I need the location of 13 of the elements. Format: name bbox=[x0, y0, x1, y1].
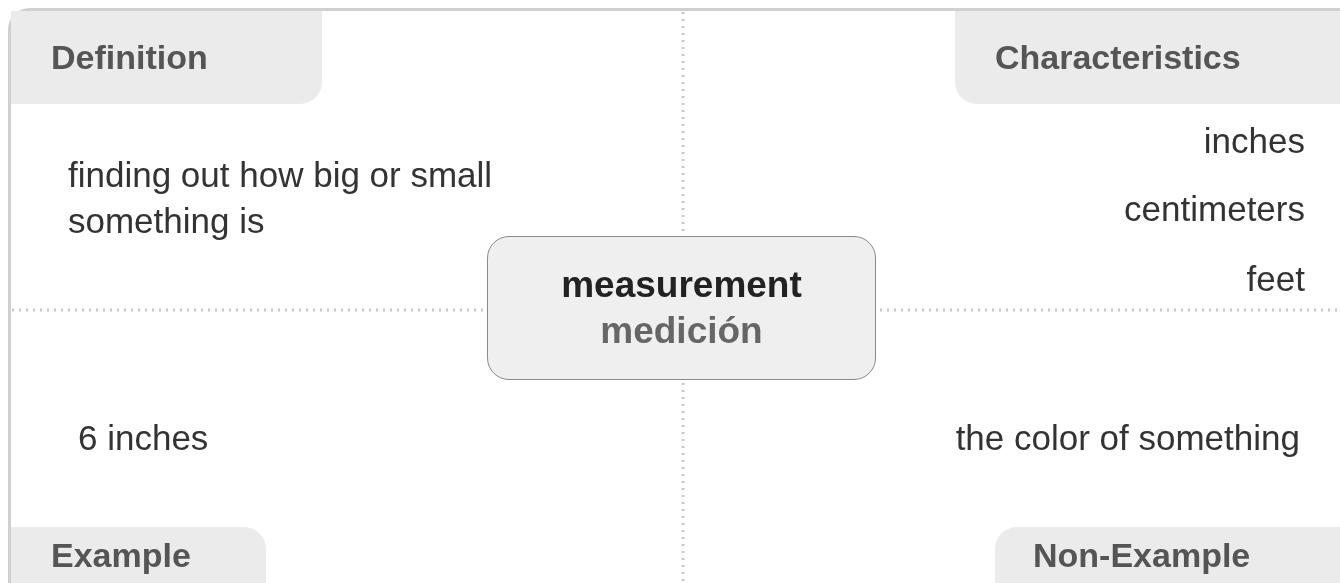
definition-text: finding out how big or small something is bbox=[68, 154, 494, 242]
characteristic-text: inches bbox=[1203, 120, 1305, 162]
section-tab: Non-Example bbox=[995, 527, 1340, 583]
section-tab: Definition bbox=[11, 11, 322, 104]
section-tab: Characteristics bbox=[955, 11, 1340, 104]
section-tab: Example bbox=[11, 527, 266, 583]
characteristic-text: feet bbox=[1246, 258, 1305, 300]
example-text: 6 inches bbox=[78, 417, 209, 459]
characteristic-text: centimeters bbox=[1124, 188, 1305, 230]
translation-text: medición bbox=[600, 309, 763, 353]
term-box bbox=[487, 236, 876, 380]
non-example-text: the color of something bbox=[955, 417, 1300, 459]
term-text: measurement bbox=[561, 263, 802, 307]
